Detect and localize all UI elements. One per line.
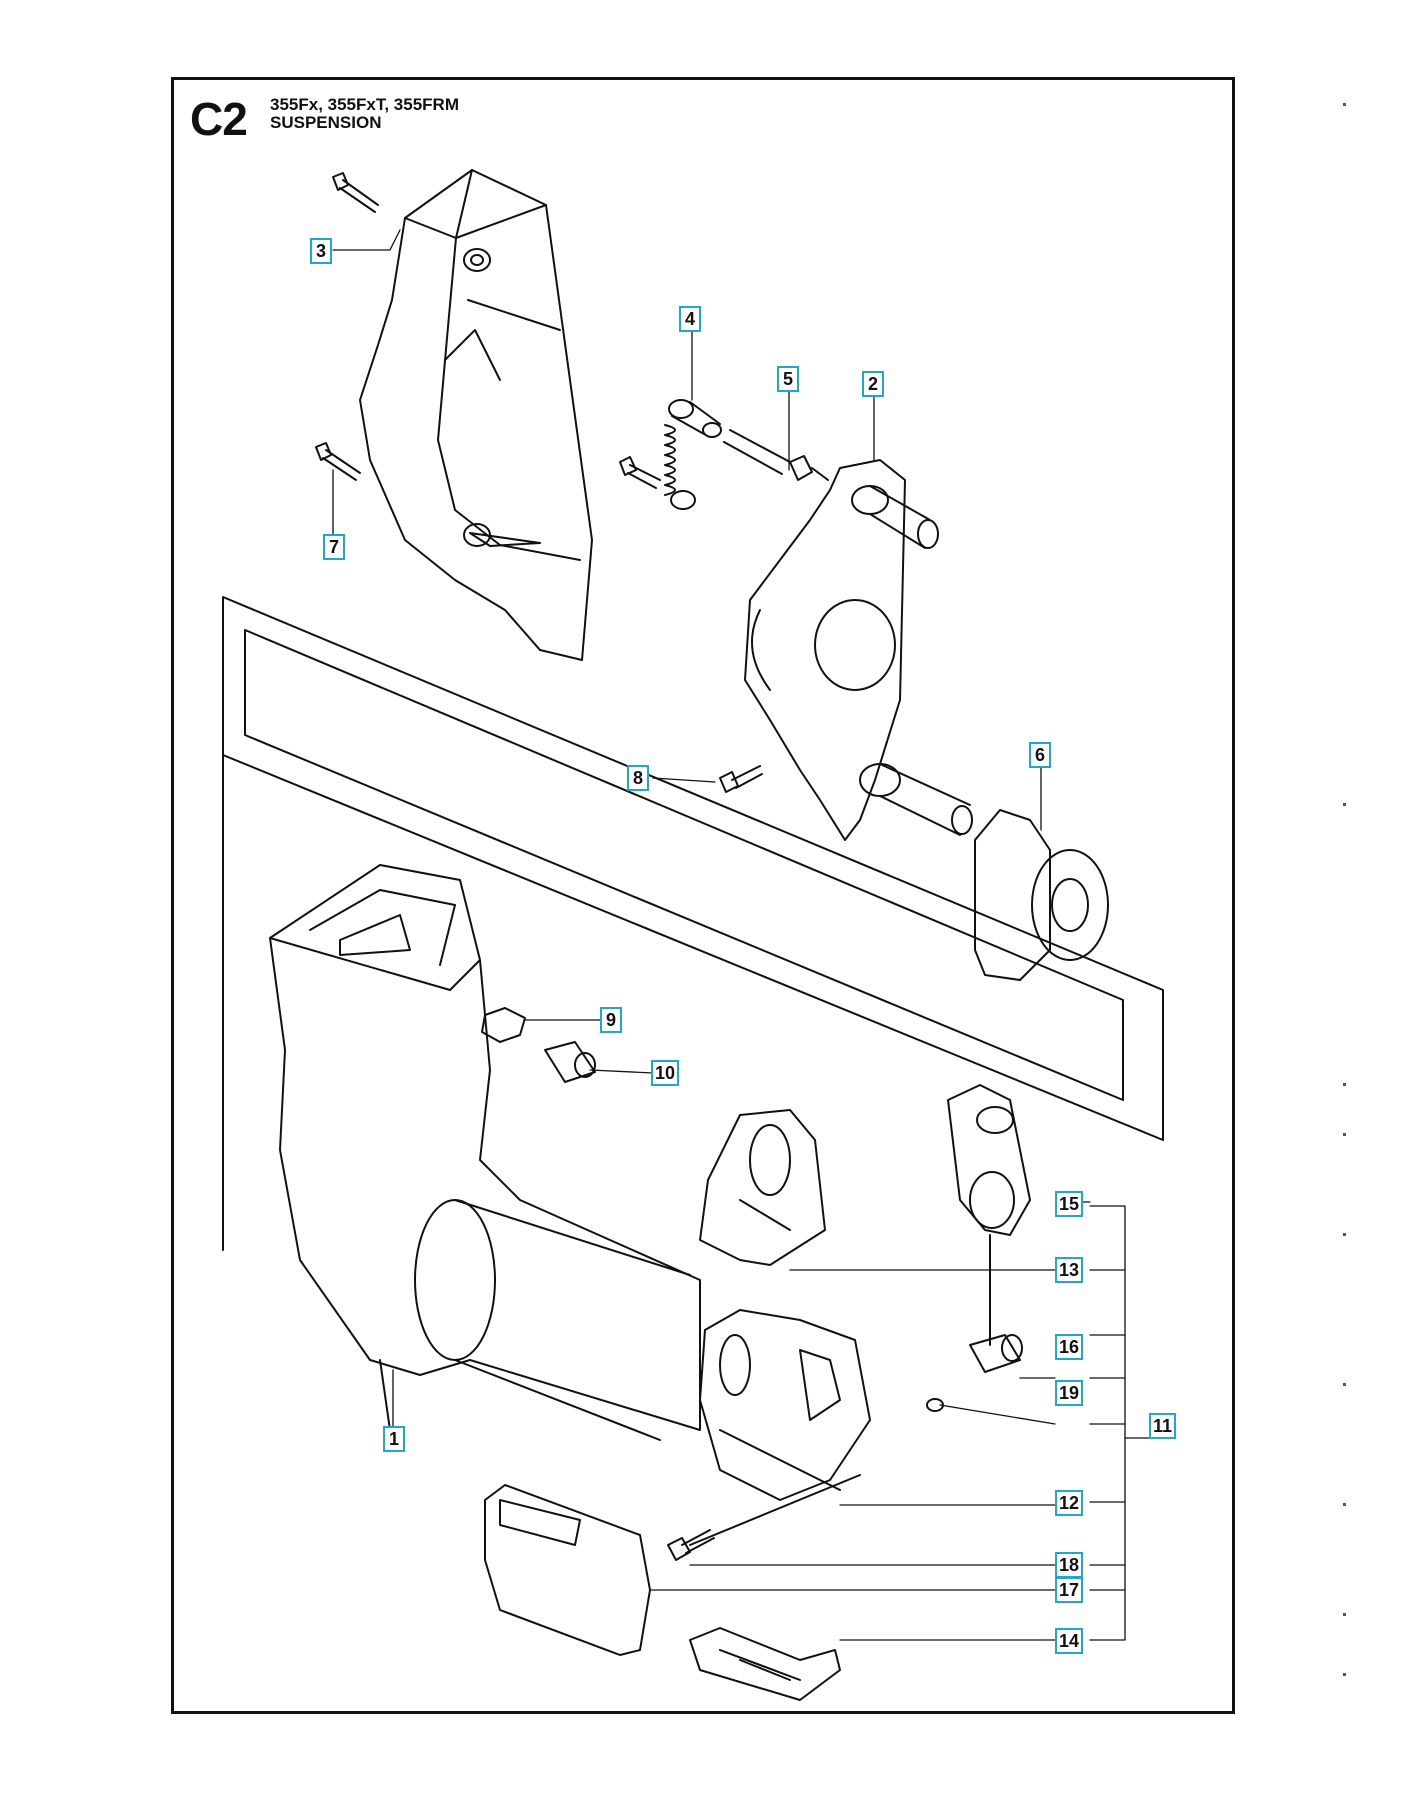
callout-1: 1 [383, 1426, 405, 1452]
margin-mark [1343, 103, 1346, 106]
callout-16: 16 [1055, 1334, 1084, 1360]
cover-part [359, 169, 593, 661]
margin-mark [1343, 1233, 1346, 1236]
margin-mark [1343, 1133, 1346, 1136]
callout-11: 11 [1149, 1413, 1177, 1439]
bolt-lower [315, 442, 332, 461]
callout-9: 9 [600, 1007, 622, 1033]
callout-4: 4 [679, 306, 701, 332]
model-list: 355Fx, 355FxT, 355FRM [270, 95, 459, 114]
margin-mark [1343, 1503, 1346, 1506]
callout-17: 17 [1055, 1577, 1084, 1603]
margin-mark [1343, 1083, 1346, 1086]
callout-7: 7 [323, 534, 345, 560]
grip-part [484, 1484, 651, 1656]
holder-part [947, 1084, 1031, 1236]
damper-part [974, 809, 1051, 981]
clip-part [689, 1627, 841, 1701]
pin-part [969, 1334, 1021, 1373]
nut-part [481, 1007, 526, 1043]
margin-mark [1343, 803, 1346, 806]
callout-12: 12 [1055, 1490, 1084, 1516]
mount-bracket-part [699, 1309, 871, 1501]
diagram-frame [171, 77, 1235, 1714]
callout-13: 13 [1055, 1257, 1084, 1283]
screw-part [619, 456, 637, 476]
margin-mark [1343, 1613, 1346, 1616]
margin-mark [1343, 1673, 1346, 1676]
callout-8: 8 [627, 765, 649, 791]
section-code: C2 [190, 93, 248, 145]
callout-10: 10 [651, 1060, 680, 1086]
callout-15: 15 [1055, 1191, 1084, 1217]
callout-18: 18 [1055, 1552, 1084, 1578]
section-title: SUSPENSION [270, 113, 382, 132]
callout-2: 2 [862, 371, 884, 397]
callout-19: 19 [1055, 1380, 1084, 1406]
handle-body [269, 864, 701, 1431]
clamp-part [699, 1109, 826, 1266]
bolt-upper [332, 172, 349, 191]
callout-5: 5 [777, 366, 799, 392]
callout-14: 14 [1055, 1628, 1084, 1654]
mount-plane [222, 596, 1164, 1141]
margin-mark [1343, 1383, 1346, 1386]
callout-3: 3 [310, 238, 332, 264]
spring-part [664, 424, 676, 496]
bracket-part [744, 459, 906, 841]
callout-6: 6 [1029, 742, 1051, 768]
sleeve-part [544, 1041, 596, 1083]
